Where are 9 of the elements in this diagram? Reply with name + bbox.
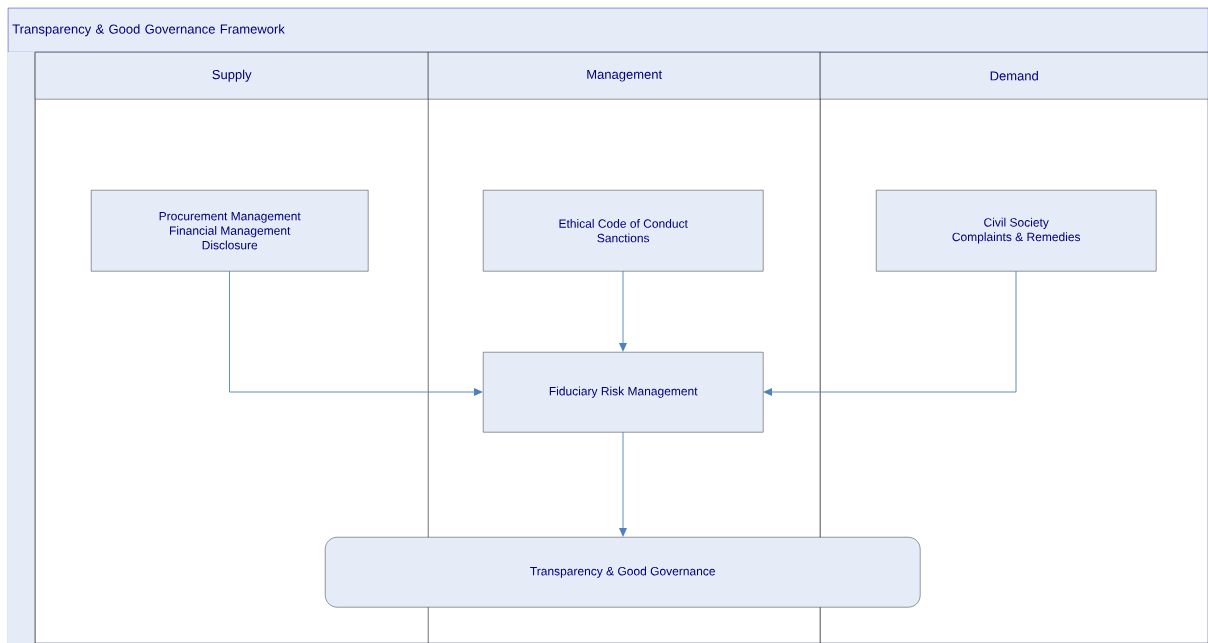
arrow bbox=[763, 270, 1017, 396]
arrow bbox=[619, 270, 627, 352]
process-box: Ethical Code of Conduct Sanctions bbox=[483, 190, 764, 272]
process-box: Procurement Management Financial Management Disclosure bbox=[91, 190, 369, 272]
process-box: Civil Society Complaints & Remedies bbox=[876, 190, 1157, 272]
process-box: Fiduciary Risk Management bbox=[483, 352, 764, 433]
arrow bbox=[619, 431, 627, 537]
outcome-box: Transparency & Good Governance bbox=[325, 537, 921, 608]
arrow bbox=[229, 270, 483, 396]
